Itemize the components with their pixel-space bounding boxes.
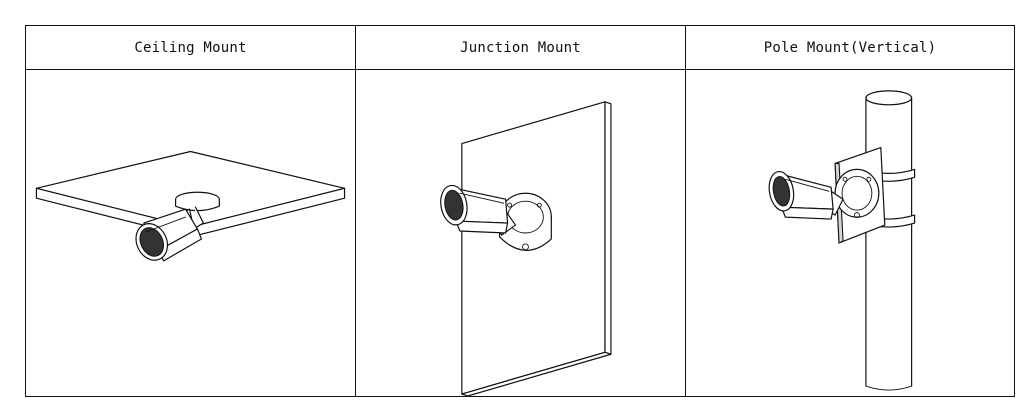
- header-pole-mount: Pole Mount(Vertical): [686, 26, 1014, 70]
- junction-mount-drawing: [440, 101, 612, 396]
- header-ceiling-mount: Ceiling Mount: [26, 26, 356, 70]
- header-junction-mount: Junction Mount: [356, 26, 686, 70]
- mount-options-table: Ceiling Mount Junction Mount Pole Mount(…: [25, 25, 1015, 397]
- junction-mount-illustration: [356, 70, 686, 396]
- ceiling-mount-drawing: [35, 150, 346, 262]
- ceiling-mount-illustration: [26, 70, 356, 396]
- pole-mount-drawing: [768, 90, 916, 391]
- pole-mount-illustration: [686, 70, 1014, 396]
